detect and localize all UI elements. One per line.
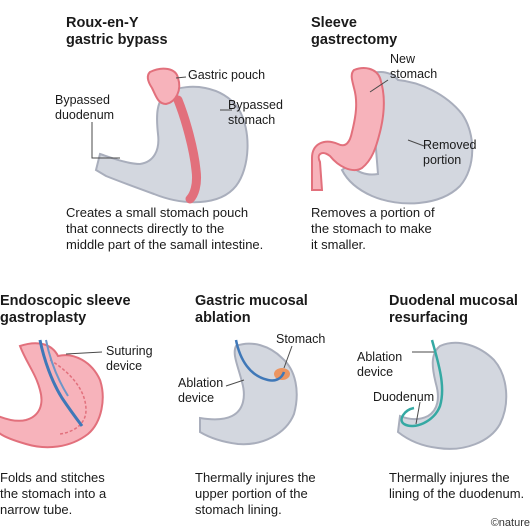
suturing-device-shape-2 <box>45 339 69 397</box>
nature-credit: ©nature <box>490 517 530 529</box>
label-duodenum: Duodenum <box>373 390 435 404</box>
panel2-desc-line1: Removes a portion of <box>311 205 435 220</box>
panel2-desc-line3: it smaller. <box>311 237 366 252</box>
label-removed-portion-line1: Removed <box>423 138 477 152</box>
panel4-title-line2: ablation <box>195 310 251 326</box>
panel3-illustration <box>0 339 104 449</box>
gastric-pouch-shape <box>146 67 181 106</box>
label-ablation-device-line2: device <box>178 391 215 405</box>
panel5-title-line1: Duodenal mucosal <box>389 293 518 309</box>
panel3-description: Folds and stitches the stomach into a na… <box>0 470 106 518</box>
panel1-desc-line3: middle part of the samall intestine. <box>66 237 264 252</box>
panel4-description: Thermally injures the upper portion of t… <box>195 470 316 518</box>
leader-suturing-device <box>65 351 103 355</box>
panel3-desc-line1: Folds and stitches <box>0 470 105 485</box>
panel5-desc-line1: Thermally injures the <box>389 470 510 485</box>
label-bypassed-stomach-line1: Bypassed <box>228 98 283 112</box>
label-ablation-device-2-line1: Ablation <box>357 350 403 364</box>
panel5-description: Thermally injures the lining of the duod… <box>389 470 524 502</box>
panel4-desc-line1: Thermally injures the <box>195 470 316 485</box>
panel1-description: Creates a small stomach pouch that conne… <box>66 205 263 253</box>
roux-limb <box>173 95 201 204</box>
label-bypassed-duodenum-line2: duodenum <box>55 108 115 122</box>
panel5-title: Duodenal mucosal resurfacing <box>389 293 518 327</box>
ablation-stomach-shape <box>199 342 298 446</box>
label-bypassed-duodenum-line1: Bypassed <box>55 93 110 107</box>
label-new-stomach-line2: stomach <box>390 67 438 81</box>
label-new-stomach-line1: New <box>390 52 416 66</box>
panel1-illustration <box>91 67 249 204</box>
label-ablation-device-line1: Ablation <box>178 376 224 390</box>
label-removed-portion-line2: portion <box>423 153 462 167</box>
panel1-desc-line2: that connects directly to the <box>66 221 225 236</box>
leader-ablation-device <box>225 379 245 387</box>
panel4-title-line1: Gastric mucosal <box>195 293 308 309</box>
panel3-title: Endoscopic sleeve gastroplasty <box>0 293 131 327</box>
panel3-title-line2: gastroplasty <box>0 310 87 326</box>
label-ablation-device: Ablation device <box>178 376 223 406</box>
panel4-title: Gastric mucosal ablation <box>195 293 308 327</box>
panel1-title-line2: gastric bypass <box>66 32 168 48</box>
label-bypassed-duodenum: Bypassed duodenum <box>55 93 114 123</box>
leader-removed-portion <box>407 139 425 147</box>
label-bypassed-stomach-line2: stomach <box>228 113 276 127</box>
panel1-title-line1: Roux-en-Y <box>66 15 139 31</box>
leader-bypassed-duodenum <box>91 122 120 159</box>
panel2-title: Sleeve gastrectomy <box>311 15 397 49</box>
bypassed-stomach-shape <box>94 85 249 204</box>
label-removed-portion: Removed portion <box>423 138 477 168</box>
leader-duodenum <box>415 401 421 425</box>
label-suturing-device-line1: Suturing <box>106 344 153 358</box>
panel5-title-line2: resurfacing <box>389 310 468 326</box>
duodenal-device-shape <box>400 339 444 428</box>
panel2-title-line2: gastrectomy <box>311 32 398 48</box>
panel3-desc-line2: the stomach into a <box>0 486 107 501</box>
panel4-desc-line2: upper portion of the <box>195 486 308 501</box>
panel3-title-line1: Endoscopic sleeve <box>0 293 131 309</box>
label-stomach: Stomach <box>276 332 326 346</box>
leader-gastric-pouch <box>175 76 187 79</box>
label-suturing-device: Suturing device <box>106 344 153 374</box>
label-ablation-device-2: Ablation device <box>357 350 402 380</box>
new-stomach-shape <box>311 67 385 191</box>
label-new-stomach: New stomach <box>390 52 437 82</box>
label-suturing-device-line2: device <box>106 359 143 373</box>
label-gastric-pouch: Gastric pouch <box>188 68 266 82</box>
panel5-illustration <box>396 339 508 450</box>
ablation-device-shape <box>234 339 286 382</box>
leader-stomach <box>283 345 293 369</box>
panel4-illustration <box>199 339 298 446</box>
panel5-desc-line2: lining of the duodenum. <box>389 486 525 501</box>
panel4-desc-line3: stomach lining. <box>195 502 282 517</box>
label-ablation-device-2-line2: device <box>357 365 394 379</box>
label-bypassed-stomach: Bypassed stomach <box>228 98 283 128</box>
panel2-title-line1: Sleeve <box>311 15 357 31</box>
suturing-device-shape <box>38 339 84 427</box>
panel2-desc-line2: the stomach to make <box>311 221 432 236</box>
panel1-desc-line1: Creates a small stomach pouch <box>66 205 249 220</box>
panel1-title: Roux-en-Y gastric bypass <box>66 15 168 49</box>
panel3-desc-line3: narrow tube. <box>0 502 73 517</box>
panel2-illustration <box>311 67 474 205</box>
panel2-description: Removes a portion of the stomach to make… <box>311 205 435 253</box>
suture-line <box>49 359 87 435</box>
leader-new-stomach <box>369 79 389 93</box>
